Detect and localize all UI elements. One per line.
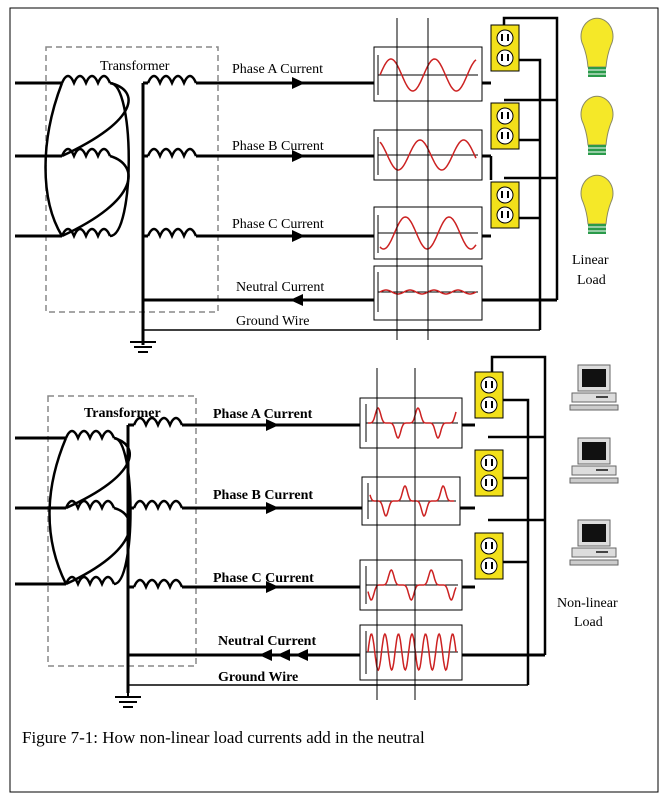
phase-a-label: Phase A Current <box>232 62 323 77</box>
load-label-line2: Load <box>577 273 606 288</box>
load-label-line2: Load <box>574 615 603 630</box>
ground-label: Ground Wire <box>236 314 309 329</box>
neutral-label: Neutral Current <box>236 280 324 295</box>
arrow-icon <box>266 502 279 514</box>
phase-c-label: Phase C Current <box>213 571 314 586</box>
arrow-icon <box>266 419 279 431</box>
secondary-coils <box>132 416 184 591</box>
outlet-icon <box>474 371 504 419</box>
ground-icon <box>130 330 156 353</box>
waveform-phase-b <box>369 485 454 517</box>
top-panel: Transformer <box>15 16 614 353</box>
phase-c-label: Phase C Current <box>232 217 324 232</box>
arrow-icon <box>295 649 308 661</box>
waveform-phase-a <box>368 407 457 439</box>
arrow-icon <box>290 294 303 306</box>
ground-icon <box>115 685 141 708</box>
ground-label: Ground Wire <box>218 670 298 685</box>
phase-b-label: Phase B Current <box>213 488 313 503</box>
load-wiring <box>488 355 547 685</box>
outlet-icon <box>490 181 520 229</box>
neutral-label: Neutral Current <box>218 634 316 649</box>
arrow-icon <box>292 150 305 162</box>
phase-b-label: Phase B Current <box>232 139 324 154</box>
computer-icon <box>569 437 619 484</box>
transformer-box <box>47 395 197 667</box>
transformer-label: Transformer <box>100 59 170 74</box>
phase-a-label: Phase A Current <box>213 407 313 422</box>
figure-border <box>9 7 659 793</box>
arrow-icon <box>292 230 305 242</box>
secondary-coils <box>146 74 198 240</box>
arrow-icon <box>259 649 272 661</box>
arrow-icon <box>292 77 305 89</box>
computer-icon <box>569 364 619 411</box>
transformer-box <box>45 46 219 313</box>
load-wiring <box>489 16 559 330</box>
waveform-phase-c <box>367 569 457 601</box>
light-bulb-icon <box>580 174 614 234</box>
outlet-icon <box>490 24 520 72</box>
computer-icon <box>569 519 619 566</box>
outlet-icon <box>474 449 504 497</box>
bottom-panel: Transformer Phase A Current Ph <box>15 355 619 708</box>
load-label-line1: Non-linear <box>557 596 618 611</box>
outlet-icon <box>474 532 504 580</box>
outlet-icon <box>490 102 520 150</box>
arrow-icon <box>266 581 279 593</box>
figure-caption: Figure 7-1: How non-linear load currents… <box>22 728 425 747</box>
arrow-icon <box>277 649 290 661</box>
load-label-line1: Linear <box>572 253 609 268</box>
light-bulb-icon <box>580 95 614 155</box>
primary-coils <box>44 74 130 240</box>
waveform-neutral <box>367 632 457 672</box>
light-bulb-icon <box>580 17 614 77</box>
